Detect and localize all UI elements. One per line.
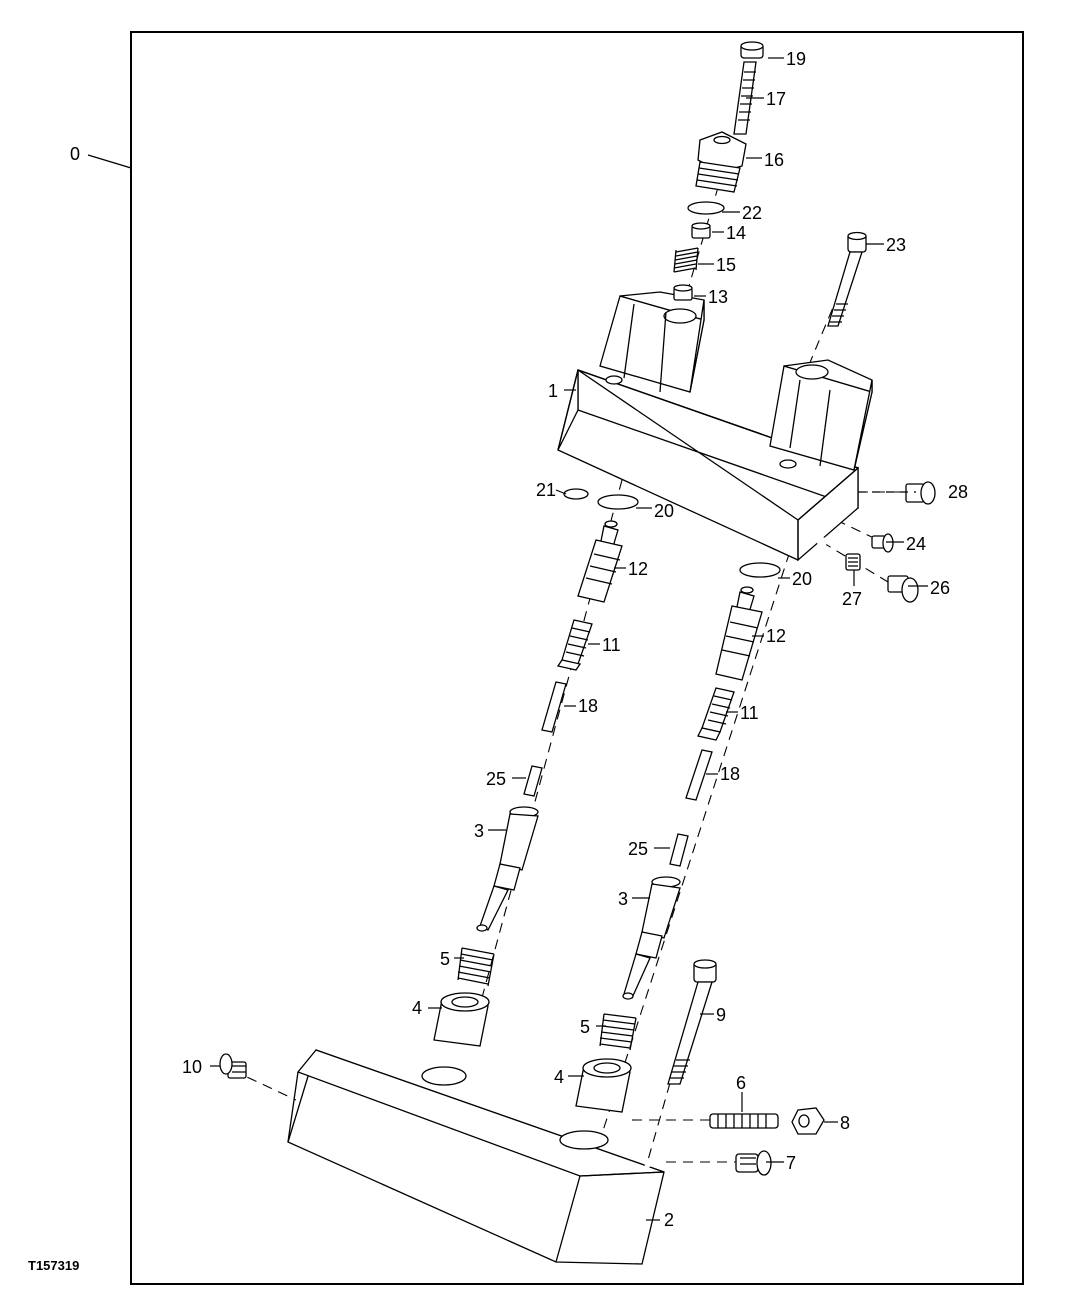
cap-screw-9 [667,959,717,1085]
callout-25b: 25 [628,839,648,859]
plug-24 [871,533,894,553]
callout-20b: 20 [792,569,812,589]
sleeve-11-left [556,619,593,671]
collar-4-right [575,1058,632,1113]
callout-4b: 4 [554,1067,564,1087]
callout-9: 9 [716,1005,726,1025]
callout-26: 26 [930,578,950,598]
spool-12-right [715,586,763,681]
plunger-3-right [622,876,681,1000]
o-ring-22 [687,201,725,215]
callout-0: 0 [70,144,80,164]
valve-housing [557,291,873,562]
figure-id: T157319 [28,1258,79,1273]
spring-seat-14 [691,222,711,239]
callout-18b: 18 [720,764,740,784]
callout-3b: 3 [618,889,628,909]
callout-18a: 18 [578,696,598,716]
callout-14: 14 [726,223,746,243]
plug-27 [845,553,861,571]
diagram-frame [130,31,1024,1285]
pin-25-left [523,765,543,797]
callout-16: 16 [764,150,784,170]
plug-7 [735,1150,772,1176]
callout-13: 13 [708,287,728,307]
center-lines [231,71,916,1163]
callout-4a: 4 [412,998,422,1018]
leader-lines [210,57,928,1221]
callout-12a: 12 [628,559,648,579]
cap-screw-19 [740,41,764,59]
plunger-3-left [476,806,539,932]
callout-3a: 3 [474,821,484,841]
o-ring-21 [563,488,589,500]
spring-seat-13 [673,284,693,301]
callout-7: 7 [786,1153,796,1173]
cap-screw-23 [827,231,867,327]
plug-10 [219,1053,247,1079]
stud-6 [709,1113,779,1129]
adjusting-screw-17 [733,61,757,135]
plug-26 [887,575,919,603]
collar-4-left [433,992,490,1047]
spring-15 [673,247,699,273]
lower-block [287,1049,665,1265]
callout-5a: 5 [440,949,450,969]
callout-17: 17 [766,89,786,109]
callout-21: 21 [536,480,556,500]
callout-12b: 12 [766,626,786,646]
callout-11b: 11 [740,703,759,723]
callout-24: 24 [906,534,926,554]
pin-18-right [685,749,713,801]
callout-1: 1 [548,381,558,401]
pin-18-left [541,681,567,733]
spool-12-left [577,520,623,603]
spring-5-right [599,1013,637,1051]
callout-5b: 5 [580,1017,590,1037]
callout-15: 15 [716,255,736,275]
callout-27: 27 [842,589,862,609]
nut-8 [791,1107,825,1135]
callout-19: 19 [786,49,806,69]
callout-10: 10 [182,1057,202,1077]
callout-23: 23 [886,235,906,255]
callout-8: 8 [840,1113,850,1133]
spring-5-left [457,947,495,987]
callout-22: 22 [742,203,762,223]
callout-11a: 11 [602,635,621,655]
assembly-leader [87,154,132,169]
callout-2: 2 [664,1210,674,1230]
pin-25-right [669,833,689,867]
plug-28 [905,481,936,505]
plug-16 [695,131,747,193]
callout-6: 6 [736,1073,746,1093]
o-ring-20-left [597,494,639,510]
sleeve-11-right [697,687,735,741]
o-ring-20-right [739,562,781,578]
callout-28: 28 [948,482,968,502]
callout-25a: 25 [486,769,506,789]
callout-20a: 20 [654,501,674,521]
callout-labels: 0 19 17 16 22 14 15 13 23 1 28 21 20 24 … [70,49,968,1230]
